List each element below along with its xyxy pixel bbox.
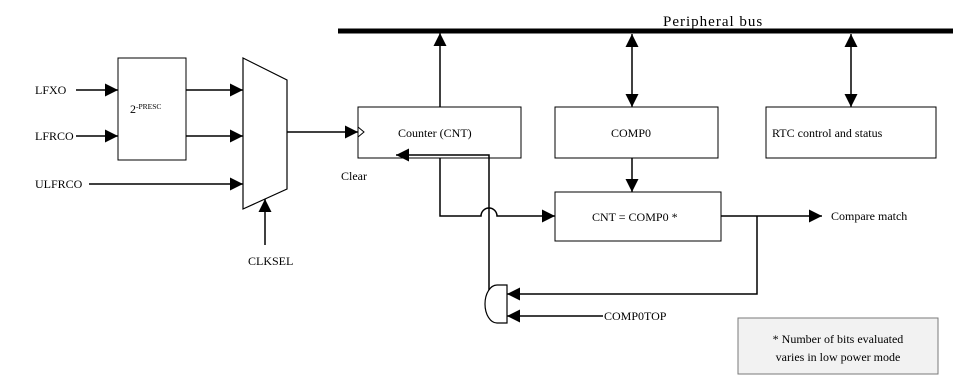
rtc-control-label: RTC control and status <box>772 126 883 140</box>
footnote-box <box>737 317 939 375</box>
clksel-label: CLKSEL <box>248 254 293 268</box>
compare-box <box>554 191 722 242</box>
counter-label: Counter (CNT) <box>398 126 472 140</box>
clear-label: Clear <box>341 169 367 183</box>
counter-box <box>357 106 522 159</box>
comp0-box <box>554 106 719 159</box>
and-gate <box>484 284 508 324</box>
input-label-lfxo: LFXO <box>35 83 67 97</box>
rtc-control-box <box>765 106 937 159</box>
footnote-line-2: varies in low power mode <box>776 350 901 364</box>
comp0top-label: COMP0TOP <box>604 309 667 323</box>
clear-feedback-wire <box>396 148 490 297</box>
counter-to-compare-wire <box>439 158 555 223</box>
clock-edge-icon <box>357 126 365 138</box>
prescaler-label: 2-PRESC <box>130 102 161 116</box>
compare-label: CNT = COMP0 * <box>592 210 678 224</box>
input-label-ulfrco: ULFRCO <box>35 177 83 191</box>
comp0-label: COMP0 <box>611 126 651 140</box>
compare-match-label: Compare match <box>831 209 907 223</box>
clock-mux <box>242 57 288 210</box>
footnote-line-1: * Number of bits evaluated <box>773 332 904 346</box>
match-feedback-wire <box>507 216 758 301</box>
bus-label: Peripheral bus <box>663 14 763 30</box>
prescaler-box <box>117 57 187 161</box>
input-label-lfrco: LFRCO <box>35 129 74 143</box>
